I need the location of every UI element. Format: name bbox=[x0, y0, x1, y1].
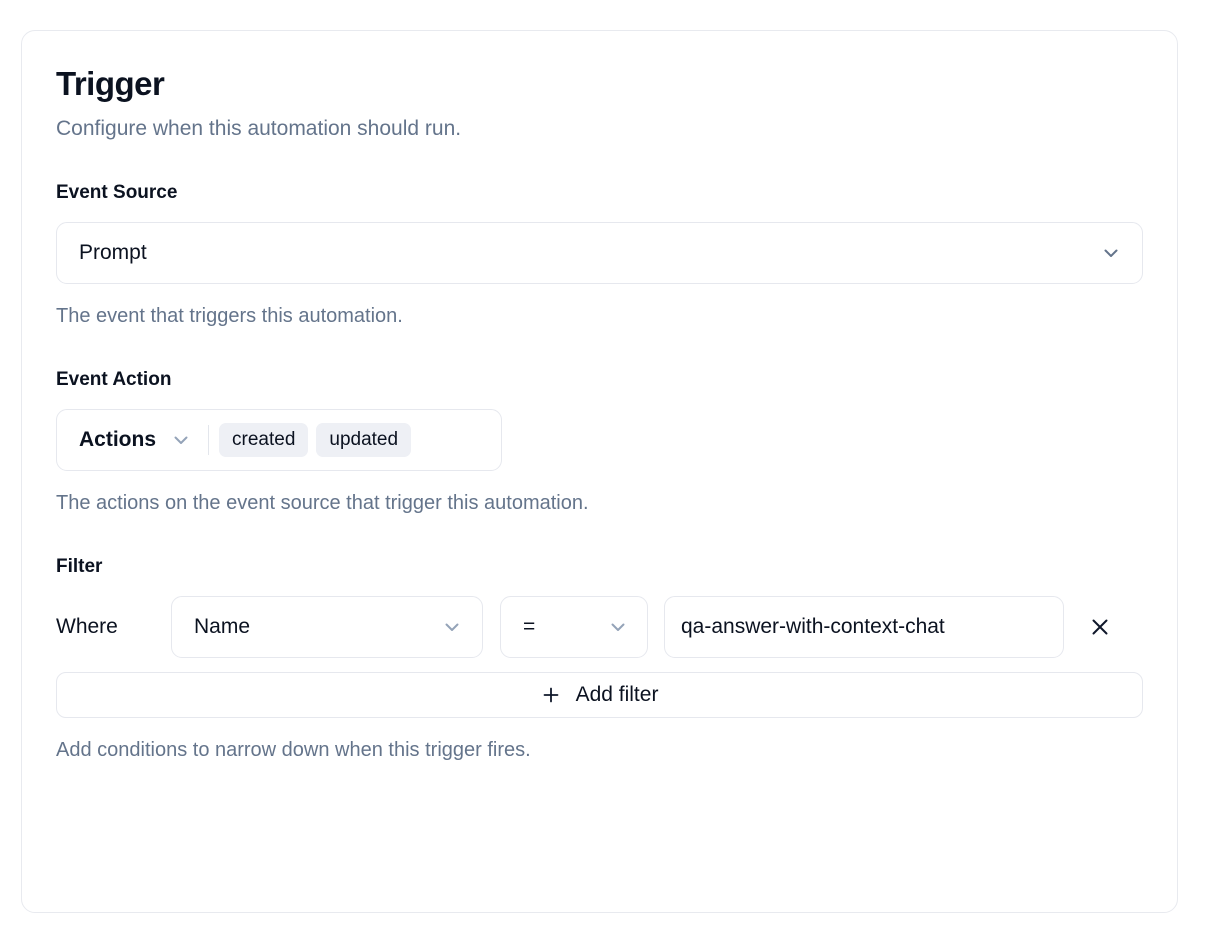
filter-field-group: Filter Where Name = bbox=[56, 556, 1143, 763]
event-action-chip[interactable]: updated bbox=[316, 422, 412, 457]
event-source-value: Prompt bbox=[79, 241, 147, 265]
event-action-field: Event Action Actions created updated The bbox=[56, 369, 1143, 516]
event-action-label: Event Action bbox=[56, 369, 172, 391]
event-action-select-label: Actions bbox=[79, 427, 157, 451]
filter-field-value: Name bbox=[194, 614, 251, 638]
event-action-select[interactable]: Actions bbox=[79, 428, 208, 452]
plus-icon bbox=[541, 685, 561, 705]
event-source-help: The event that triggers this automation. bbox=[56, 305, 403, 328]
page-subtitle: Configure when this automation should ru… bbox=[56, 116, 462, 140]
close-icon bbox=[1088, 615, 1112, 639]
event-action-help: The actions on the event source that tri… bbox=[56, 491, 589, 514]
event-source-field: Event Source Prompt The event that trigg… bbox=[56, 182, 1143, 329]
filter-row: Where Name = bbox=[56, 595, 1143, 658]
filter-operator-select[interactable]: = bbox=[500, 595, 648, 658]
event-action-chip[interactable]: created bbox=[219, 422, 309, 457]
trigger-card: Trigger Configure when this automation s… bbox=[21, 30, 1178, 913]
event-source-label: Event Source bbox=[56, 182, 178, 204]
where-label: Where bbox=[56, 614, 118, 638]
remove-filter-button[interactable] bbox=[1078, 605, 1122, 649]
chevron-down-icon bbox=[441, 616, 463, 638]
chevron-down-icon bbox=[607, 616, 629, 638]
event-action-chips: created updated bbox=[219, 422, 412, 457]
filter-field-select[interactable]: Name bbox=[171, 595, 483, 658]
chevron-down-icon bbox=[170, 429, 192, 451]
filter-label: Filter bbox=[56, 555, 103, 577]
filter-operator-value: = bbox=[523, 614, 536, 638]
filter-value-text: qa-answer-with-context-chat bbox=[681, 614, 945, 638]
page-title: Trigger bbox=[56, 65, 165, 102]
filter-value-input[interactable]: qa-answer-with-context-chat bbox=[664, 595, 1064, 658]
event-source-select[interactable]: Prompt bbox=[56, 222, 1143, 285]
chevron-down-icon bbox=[1100, 242, 1122, 264]
add-filter-button[interactable]: Add filter bbox=[56, 671, 1143, 718]
filter-help: Add conditions to narrow down when this … bbox=[56, 738, 531, 761]
add-filter-label: Add filter bbox=[575, 682, 659, 706]
divider bbox=[208, 424, 210, 455]
event-action-control: Actions created updated bbox=[56, 408, 502, 471]
